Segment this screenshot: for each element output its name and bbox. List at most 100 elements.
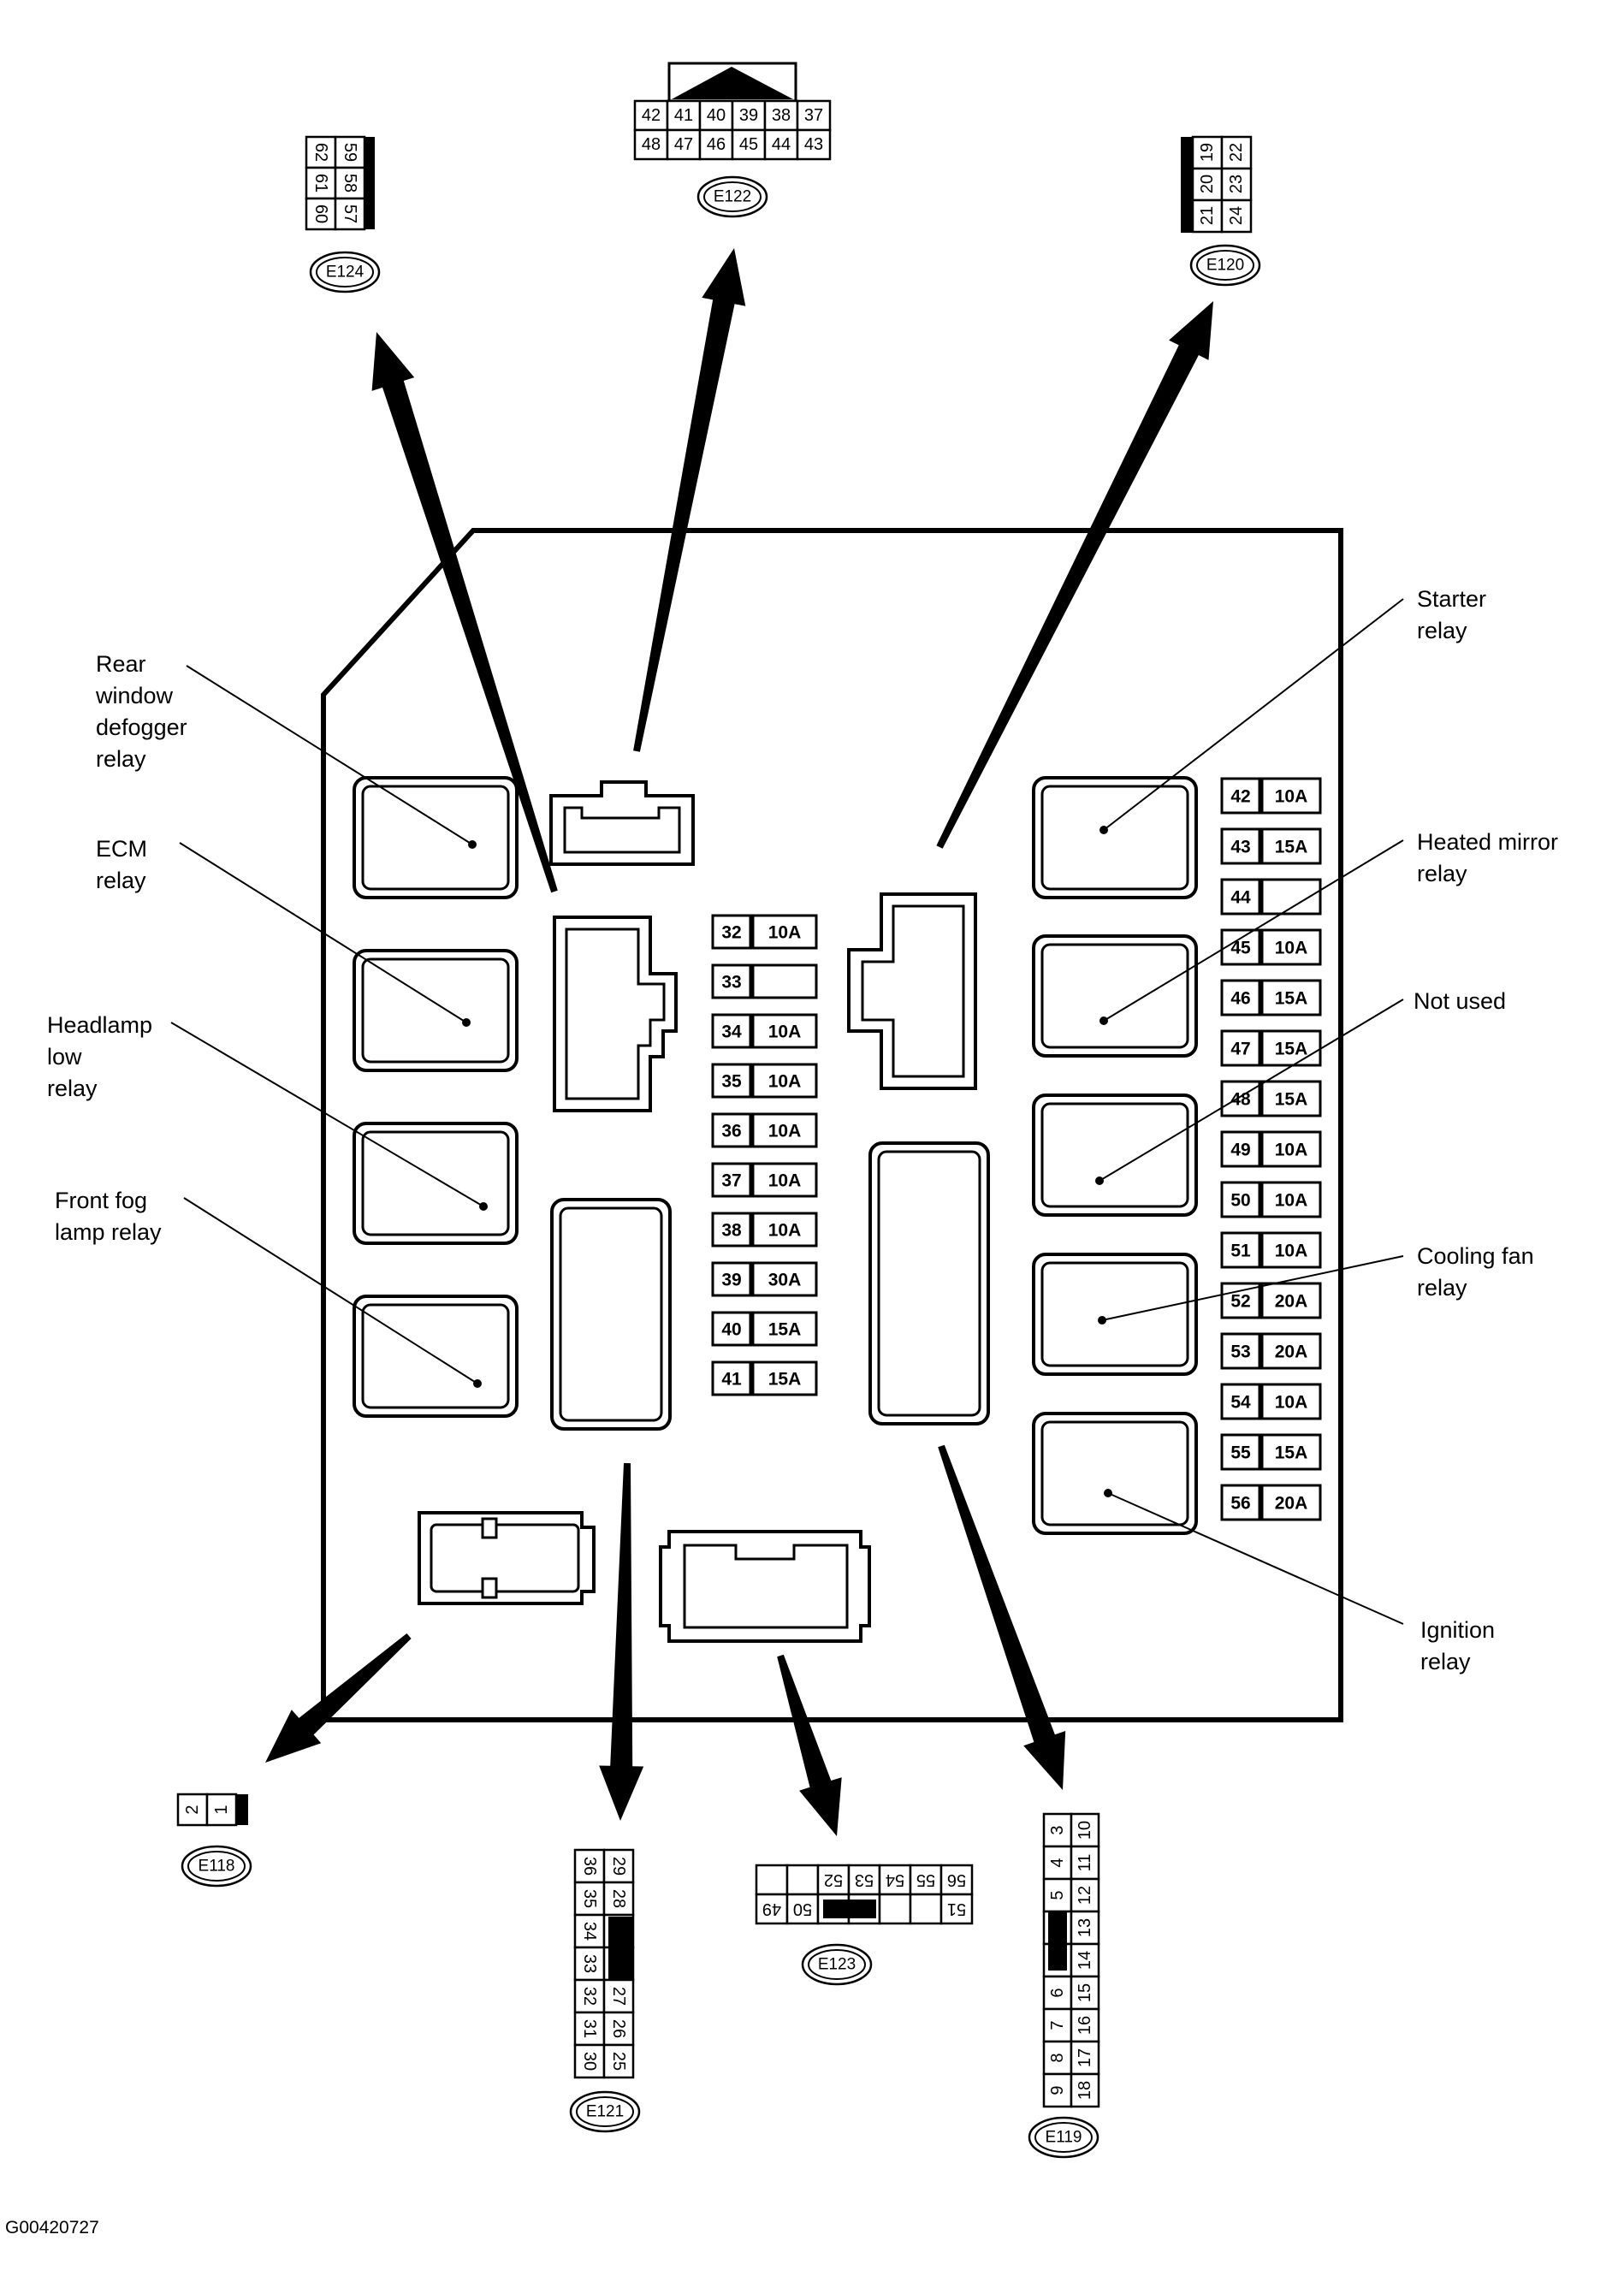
arrow-to-e123 [777, 1654, 842, 1836]
e119-pin: 13 [1076, 1918, 1094, 1937]
e123-pin: 54 [886, 1870, 904, 1889]
fuse-right-number: 53 [1230, 1342, 1250, 1362]
fuse-center-number: 32 [721, 923, 741, 943]
fuse-center-rating: 15A [768, 1320, 802, 1340]
fuse-center-number: 33 [721, 973, 741, 993]
e123-cell [878, 1893, 912, 1925]
e120-badge-label: E120 [1206, 257, 1244, 275]
e119-cell [1070, 1877, 1100, 1913]
e123-pin: 49 [762, 1900, 781, 1918]
fuse-right-number: 56 [1230, 1494, 1250, 1514]
leader-ignition-dot [1104, 1489, 1112, 1497]
e122-pin: 40 [707, 106, 726, 125]
fuse-right-number: 46 [1230, 989, 1250, 1009]
fuse-right-num-box [1220, 827, 1261, 865]
e120-cell [1220, 199, 1253, 234]
figure-code: G00420727 [5, 2218, 99, 2237]
label-front-fog-lamp-relay: Front fog lamp relay [55, 1188, 162, 1245]
fuse-right-num-box [1220, 979, 1261, 1016]
e121-badge-inner [576, 2096, 634, 2127]
relay-ecm [353, 949, 519, 1072]
e121-pin: 26 [609, 2019, 628, 2038]
e122-pin: 44 [772, 135, 791, 154]
leader-rear-window-defogger-dot [468, 840, 477, 849]
e121-cell [602, 1881, 635, 1917]
fuse-right-rating: 20A [1275, 1292, 1308, 1312]
fuse-center-num-box [711, 1013, 752, 1049]
fuse-center-num-box [711, 1212, 752, 1248]
fuse-right-number: 49 [1230, 1141, 1250, 1160]
fuse-right-rating: 15A [1275, 1040, 1308, 1059]
e124-pin: 62 [311, 143, 330, 162]
relay-heated-mirror [1032, 934, 1198, 1058]
e120-pin: 22 [1227, 143, 1246, 162]
e124-pin: 61 [311, 174, 330, 193]
leader-front-fog-lamp-dot [473, 1379, 482, 1388]
fuse-right-amp-box [1260, 1231, 1322, 1269]
fuse-right-rating: 20A [1275, 1342, 1308, 1362]
e122-pin: 47 [674, 135, 693, 154]
fuse-center-num-box [711, 1162, 752, 1198]
fuse-center-amp-box [751, 1212, 818, 1248]
e119-pin: 14 [1076, 1951, 1094, 1970]
fuse-right-amp-box [1260, 1332, 1322, 1370]
relay-cooling-fan [1032, 1253, 1198, 1376]
housing-outline [321, 528, 1343, 1722]
e124-badge-outer [309, 251, 381, 293]
fusible-link-block-left [550, 1198, 672, 1431]
e122-pin: 46 [707, 135, 726, 154]
fuse-center-rating: 10A [768, 1221, 802, 1241]
relay-headlamp-low [353, 1122, 519, 1245]
fuse-center-num-box [711, 1063, 752, 1099]
relay-not-used-inner [1040, 1102, 1189, 1208]
leader-headlamp-low-dot [479, 1202, 488, 1211]
leader-cooling-fan [1101, 1255, 1404, 1321]
e122-cell [698, 128, 734, 161]
e122-badge-label: E122 [714, 188, 751, 206]
e119-cell [1070, 1975, 1100, 2011]
fuse-right-amp-box [1260, 1282, 1322, 1319]
fuse-center-amp-box [751, 1112, 818, 1148]
fuse-right-amp-box [1260, 979, 1322, 1016]
connector-housing-right [847, 892, 977, 1090]
fuse-center-rating: 10A [768, 1171, 802, 1191]
e123-pin: 52 [824, 1870, 843, 1889]
label-starter-relay: Starter relay [1417, 586, 1487, 643]
fuse-right-number: 43 [1230, 838, 1250, 857]
label-heated-mirror-relay: Heated mirror relay [1417, 829, 1559, 886]
leader-ecm [179, 842, 467, 1023]
e120-pin: 20 [1198, 175, 1217, 193]
e121-cell [573, 1978, 606, 2014]
e124-pin: 57 [341, 204, 359, 223]
e123-badge-label: E123 [818, 1956, 856, 1974]
e119-key-bar [1048, 1912, 1067, 1971]
e119-pin: 16 [1076, 2016, 1094, 2035]
fuse-right-number: 47 [1230, 1040, 1250, 1059]
fuse-right-num-box [1220, 1484, 1261, 1521]
fuse-right-num-box [1220, 1130, 1261, 1168]
e123-cell [755, 1893, 789, 1925]
relay-ignition [1032, 1412, 1198, 1535]
e122-badge-outer [696, 175, 768, 218]
e119-pin: 18 [1076, 2081, 1094, 2100]
e124-pin: 59 [341, 143, 359, 162]
e121-key-bar [608, 1917, 632, 1980]
e120-badge-inner [1196, 250, 1254, 281]
fuse-right-number: 48 [1230, 1090, 1251, 1110]
fuse-right-rating: 15A [1275, 1090, 1308, 1110]
fuse-center-amp-box [751, 1261, 818, 1297]
fuse-right-num-box [1220, 1332, 1261, 1370]
e120-badge-outer [1189, 244, 1261, 287]
relay-heated-mirror-inner [1040, 943, 1189, 1049]
e123-pin: 50 [793, 1900, 812, 1918]
e124-badge-label: E124 [326, 264, 365, 282]
e119-pin: 3 [1048, 1825, 1067, 1834]
fuse-right-rating: 15A [1275, 1443, 1308, 1463]
e119-pin: 8 [1048, 2053, 1067, 2062]
fuse-right-amp-box [1260, 777, 1322, 815]
e124-pin: 58 [341, 174, 359, 193]
relay-starter [1032, 776, 1198, 899]
leader-headlamp-low [170, 1022, 484, 1207]
connector-latch-a [481, 1517, 498, 1539]
e121-badge-outer [569, 2090, 641, 2133]
